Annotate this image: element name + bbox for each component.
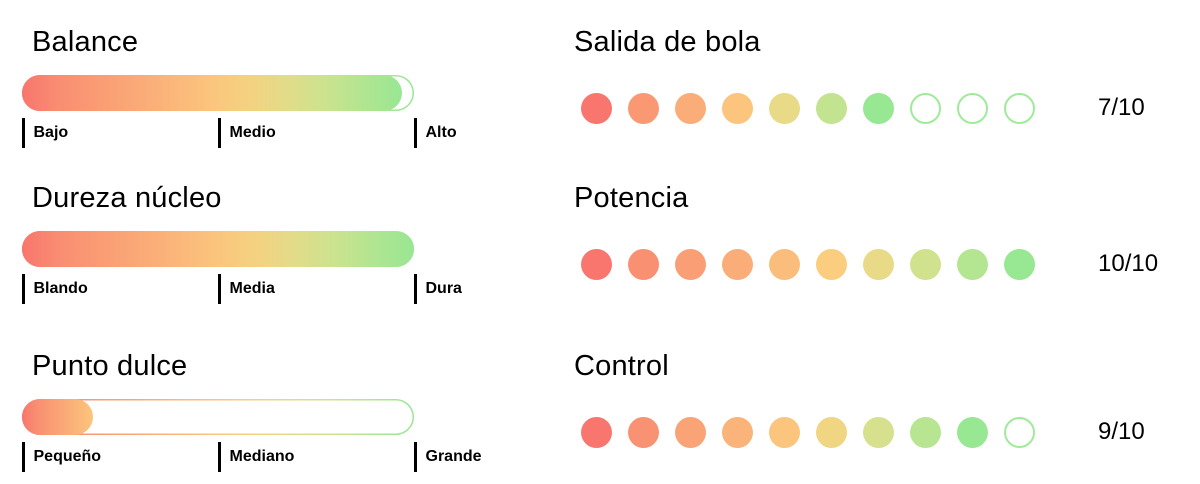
rating-dot-filled <box>1004 248 1035 280</box>
rating-dot-filled <box>769 248 800 280</box>
rating-dot-filled <box>769 92 800 124</box>
rating-dot-filled <box>910 416 941 448</box>
tick-line <box>218 442 221 472</box>
tick-line <box>414 118 417 148</box>
rating-dot-filled <box>863 248 894 280</box>
tick-label: Mediano <box>229 448 295 465</box>
dureza-nucleo-scale-ticks: Blando Media Dura <box>22 274 462 304</box>
rating-dot-empty <box>910 92 941 124</box>
rating-dot-filled <box>957 248 988 280</box>
spec-bar-svg <box>22 231 414 267</box>
punto-dulce-scale-ticks: Pequeño Mediano Grande <box>22 442 482 472</box>
spec-section-balance: Balance Bajo Medio Alto <box>22 25 482 148</box>
tick-line <box>218 118 221 148</box>
tick-line <box>414 274 417 304</box>
rating-dot-filled <box>722 416 753 448</box>
spec-bar-svg <box>22 75 414 111</box>
tick-line <box>22 442 25 472</box>
control-dots <box>581 416 1035 448</box>
tick-line <box>414 442 417 472</box>
spec-section-dureza-nucleo: Dureza núcleo Blando Media Dura <box>22 181 482 304</box>
scale-tick: Dura <box>414 274 462 304</box>
rating-dot-filled <box>628 92 659 124</box>
scale-tick: Media <box>218 274 275 304</box>
tick-line <box>218 274 221 304</box>
rating-dot-filled <box>581 248 612 280</box>
scale-tick: Grande <box>414 442 482 472</box>
rating-dot-filled <box>863 416 894 448</box>
salida-de-bola-rating-value: 7/10 <box>1098 94 1145 121</box>
rating-dot-filled <box>675 416 706 448</box>
rating-dot-filled <box>675 248 706 280</box>
tick-label: Blando <box>33 280 88 297</box>
control-rating-row: 9/10 <box>581 415 1194 449</box>
rating-dot-filled <box>581 92 612 124</box>
spec-section-punto-dulce: Punto dulce Pequeño Mediano Grande <box>22 349 482 472</box>
dureza-nucleo-gradient-bar <box>22 231 414 267</box>
salida-de-bola-rating-row: 7/10 <box>581 91 1194 125</box>
tick-line <box>22 118 25 148</box>
control-rating-value: 9/10 <box>1098 418 1145 445</box>
tick-label: Media <box>229 280 275 297</box>
spec-title-dureza-nucleo: Dureza núcleo <box>32 182 222 214</box>
scale-tick: Bajo <box>22 118 68 148</box>
scale-tick: Mediano <box>218 442 294 472</box>
scale-tick: Pequeño <box>22 442 101 472</box>
rating-dot-empty <box>957 92 988 124</box>
potencia-dots <box>581 248 1035 280</box>
spec-title-potencia: Potencia <box>574 182 689 214</box>
scale-tick: Blando <box>22 274 88 304</box>
tick-label: Bajo <box>33 124 69 141</box>
tick-label: Dura <box>425 280 462 297</box>
balance-scale-ticks: Bajo Medio Alto <box>22 118 457 148</box>
rating-dot-filled <box>769 416 800 448</box>
rating-dot-filled <box>910 248 941 280</box>
potencia-rating-row: 10/10 <box>581 247 1194 281</box>
spec-title-balance: Balance <box>32 26 139 58</box>
rating-dot-filled <box>581 416 612 448</box>
tick-label: Medio <box>229 124 276 141</box>
spec-section-potencia: Potencia 10/10 <box>574 181 1194 281</box>
spec-section-salida-de-bola: Salida de bola 7/10 <box>574 25 1194 125</box>
rating-dot-filled <box>628 416 659 448</box>
spec-title-salida-de-bola: Salida de bola <box>574 26 761 58</box>
rating-dot-filled <box>722 92 753 124</box>
rating-dot-filled <box>675 92 706 124</box>
scale-tick: Alto <box>414 118 457 148</box>
rating-dot-filled <box>628 248 659 280</box>
spec-bar-svg <box>22 399 414 435</box>
rating-dot-empty <box>1004 416 1035 448</box>
tick-label: Alto <box>425 124 457 141</box>
spec-title-punto-dulce: Punto dulce <box>32 350 188 382</box>
rating-dot-filled <box>816 248 847 280</box>
tick-line <box>22 274 25 304</box>
spec-title-control: Control <box>574 350 669 382</box>
rating-dot-filled <box>816 92 847 124</box>
tick-label: Grande <box>425 448 482 465</box>
rating-dot-filled <box>863 92 894 124</box>
salida-de-bola-dots <box>581 92 1035 124</box>
punto-dulce-gradient-bar <box>22 399 414 435</box>
balance-gradient-bar <box>22 75 414 111</box>
rating-dot-filled <box>722 248 753 280</box>
spec-section-control: Control 9/10 <box>574 349 1194 449</box>
potencia-rating-value: 10/10 <box>1098 250 1159 277</box>
tick-label: Pequeño <box>33 448 102 465</box>
rating-dot-empty <box>1004 92 1035 124</box>
rating-dot-filled <box>816 416 847 448</box>
rating-dot-filled <box>957 416 988 448</box>
scale-tick: Medio <box>218 118 276 148</box>
